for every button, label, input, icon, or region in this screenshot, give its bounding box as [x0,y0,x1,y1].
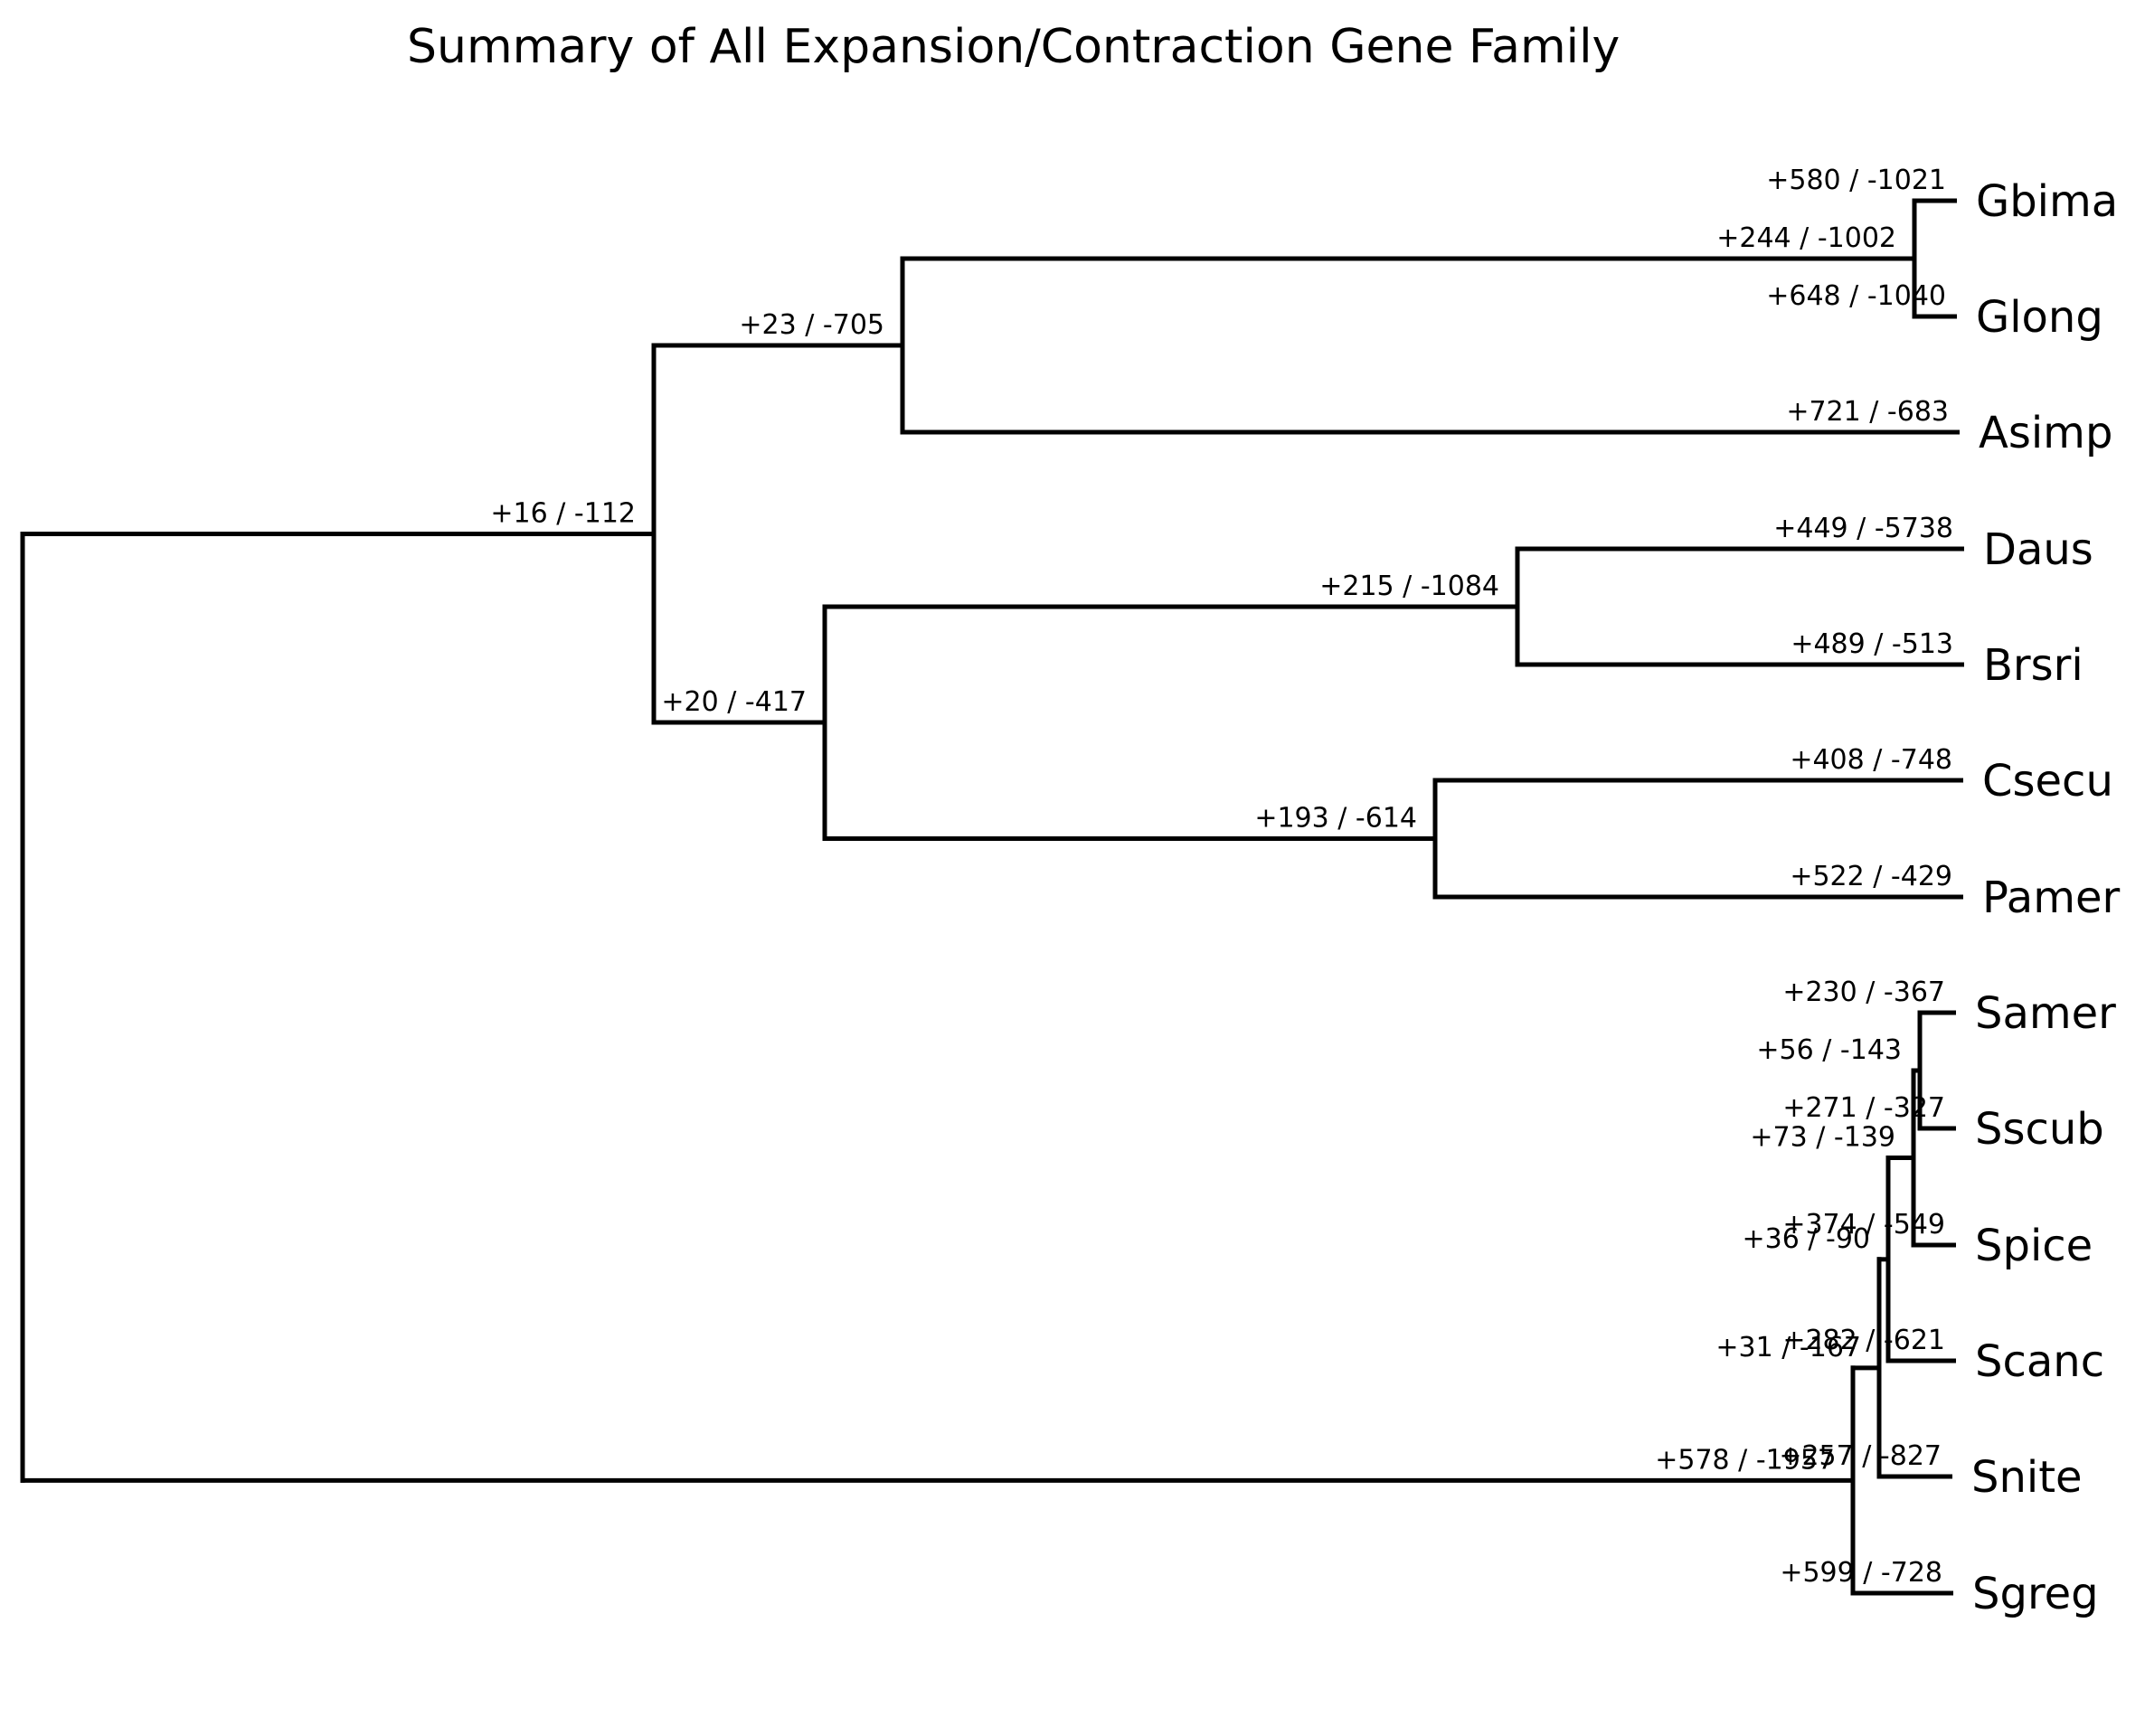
branch-gain-loss-label: +31 / -167 [1715,1332,1861,1363]
branch-gain-loss-label: +56 / -143 [1756,1034,1902,1066]
species-label: Sgreg [1972,1569,2099,1619]
species-label: Csecu [1982,756,2113,807]
branch-gain-loss-label: +578 / -1957 [1655,1444,1835,1476]
species-label: Snite [1971,1452,2083,1503]
figure-title: Summary of All Expansion/Contraction Gen… [407,20,1621,74]
branch-gain-loss-label: +16 / -112 [490,498,636,530]
branch-gain-loss-label: +193 / -614 [1254,803,1417,835]
leaf-gain-loss-label: +271 / -327 [1782,1092,1945,1124]
leaf-gain-loss-label: +449 / -5738 [1773,513,1953,544]
branch-gain-loss-label: +73 / -139 [1750,1122,1895,1154]
leaf-gain-loss-label: +721 / -683 [1786,396,1949,428]
branch-gain-loss-label: +244 / -1002 [1716,222,1896,254]
branch-gain-loss-label: +23 / -705 [739,309,884,341]
species-label: Samer [1975,988,2116,1039]
leaf-gain-loss-label: +374 / -549 [1782,1209,1945,1241]
species-label: Glong [1976,292,2103,343]
species-label: Asimp [1979,408,2112,458]
species-label: Daus [1983,524,2093,575]
leaf-gain-loss-label: +489 / -513 [1791,628,1953,660]
species-label: Pamer [1982,873,2120,923]
leaf-gain-loss-label: +599 / -728 [1780,1557,1942,1589]
branch-gain-loss-label: +215 / -1084 [1319,571,1499,602]
leaf-gain-loss-label: +648 / -1040 [1766,280,1946,312]
species-label: Brsri [1983,640,2084,691]
leaf-gain-loss-label: +230 / -367 [1782,976,1945,1008]
leaf-gain-loss-label: +408 / -748 [1790,744,1952,776]
leaf-gain-loss-label: +282 / -621 [1782,1325,1945,1356]
leaf-gain-loss-label: +257 / -827 [1779,1440,1942,1472]
leaf-gain-loss-label: +580 / -1021 [1766,165,1946,196]
species-label: Sscub [1975,1104,2104,1155]
leaf-gain-loss-label: +522 / -429 [1790,861,1952,892]
species-label: Gbima [1976,176,2118,227]
species-label: Spice [1975,1221,2093,1271]
branch-gain-loss-label: +36 / -90 [1743,1223,1871,1255]
branch-gain-loss-label: +20 / -417 [661,686,807,718]
species-label: Scanc [1975,1336,2104,1387]
